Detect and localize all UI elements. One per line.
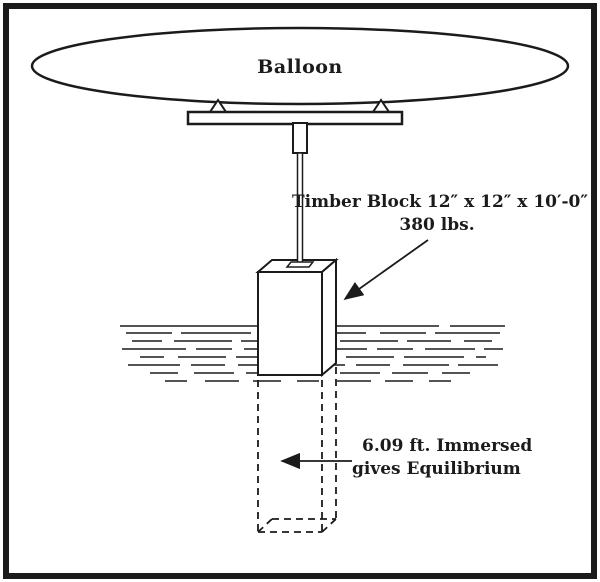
immersed-label-line2: gives Equilibrium: [352, 459, 521, 479]
arrow-to-block: [343, 239, 429, 301]
rod-connector: [292, 122, 308, 154]
weight-label: 380 lbs.: [399, 215, 474, 235]
immersed-label-line1: 6.09 ft. Immersed: [362, 436, 532, 456]
immersed-dashed-outline: [257, 367, 337, 533]
figure-border: [3, 3, 597, 579]
balloon-ellipse: [30, 26, 570, 106]
timber-block-label: Timber Block 12″ x 12″ x 10′-0″: [292, 192, 588, 212]
timber-block-front-face: [257, 271, 323, 376]
timber-block: [255, 257, 339, 378]
balloon-label: Balloon: [257, 56, 342, 78]
block-top-plate: [285, 261, 315, 268]
timber-block-right-face: [321, 257, 337, 378]
